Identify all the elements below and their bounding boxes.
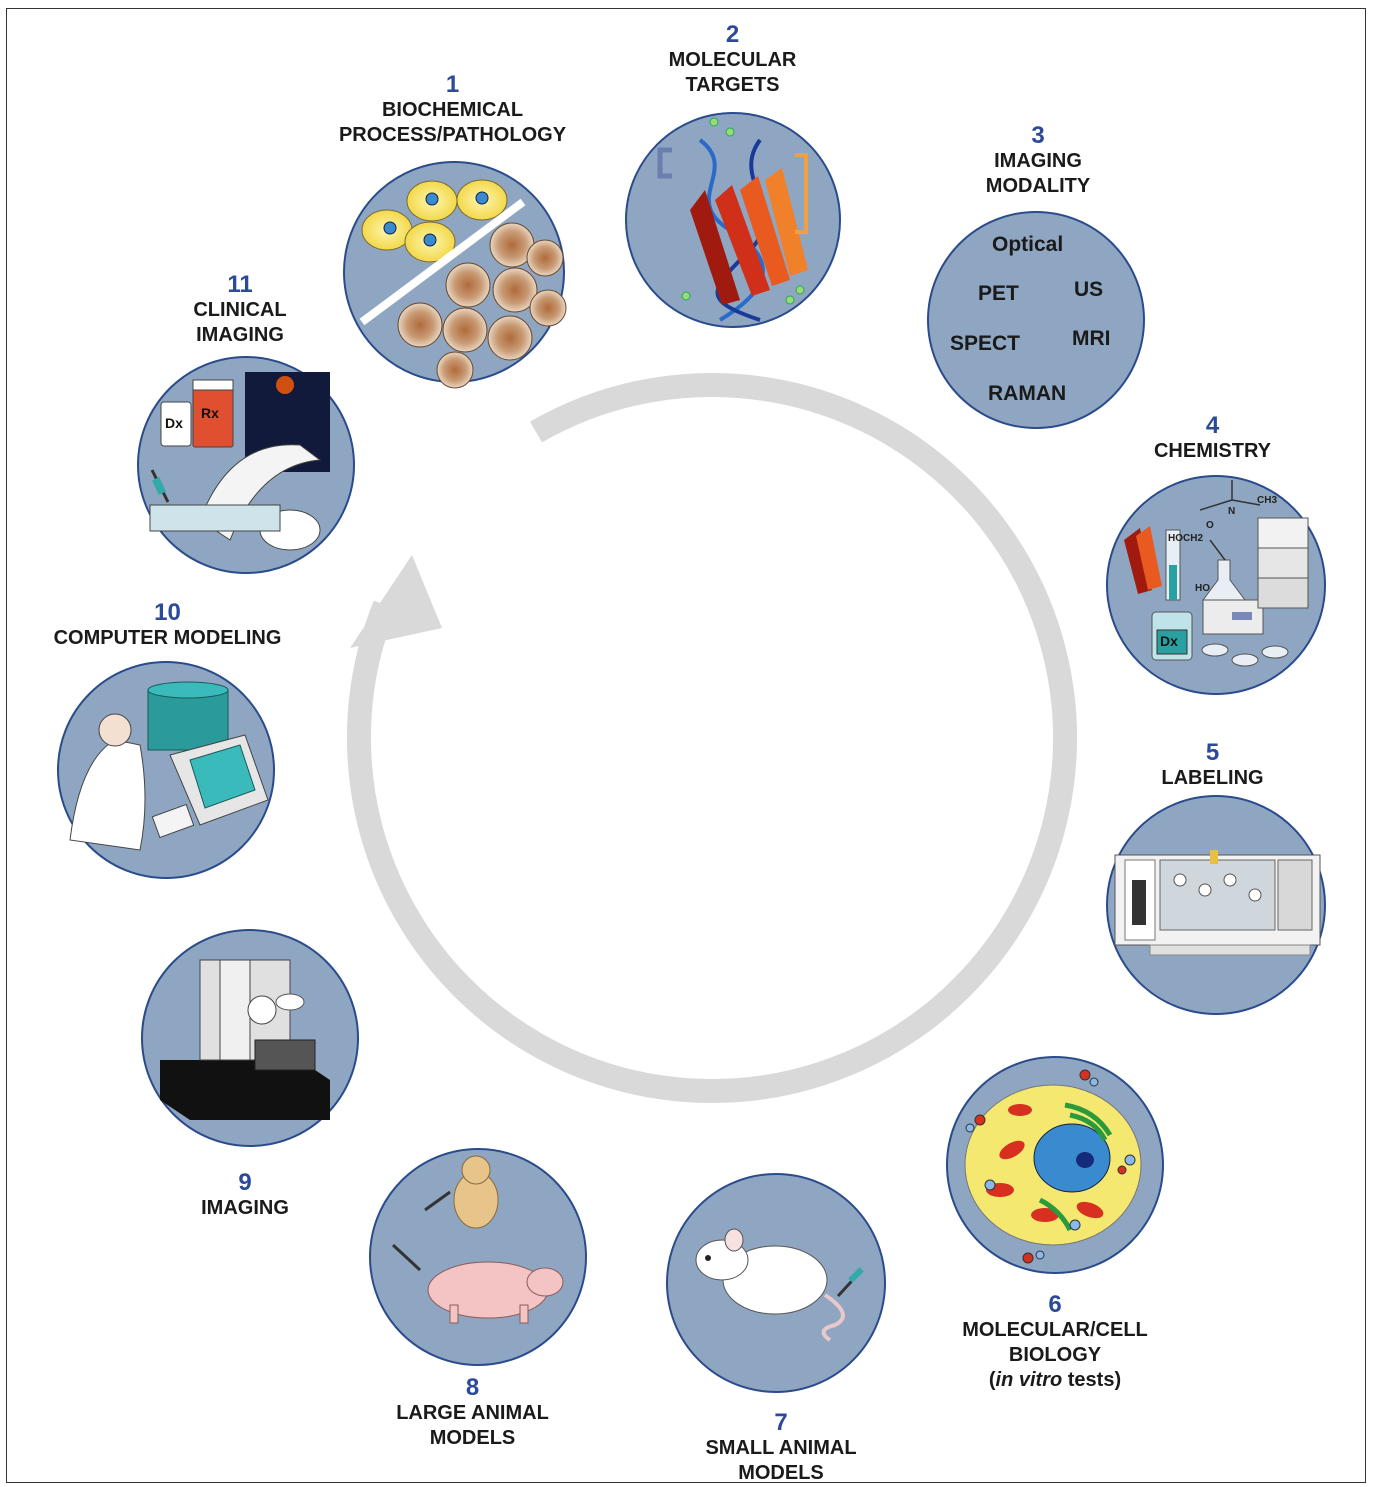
step-11-label: 11 CLINICAL IMAGING — [170, 272, 310, 348]
step-title: CHEMISTRY — [1153, 440, 1272, 462]
circle-biochemical-process — [343, 161, 567, 389]
step-6-label: 6 MOLECULAR/CELL BIOLOGY (in vitro tests… — [940, 1292, 1170, 1393]
chem-label-ho: HO — [1195, 583, 1210, 594]
step-4-label: 4 CHEMISTRY — [1120, 413, 1305, 464]
step-1-label: 1 BIOCHEMICAL PROCESS/PATHOLOGY — [310, 72, 595, 148]
circle-cell-biology — [946, 1056, 1164, 1274]
step-number: 10 — [154, 599, 181, 626]
chem-label-hoch2: HOCH2 — [1168, 533, 1204, 544]
circle-chemistry — [1106, 475, 1326, 695]
step-number: 1 — [445, 71, 460, 98]
circle-molecular-targets — [625, 112, 841, 328]
step-number: 9 — [238, 1169, 252, 1196]
figure-frame — [6, 8, 1366, 1483]
step-number: 6 — [1048, 1291, 1062, 1318]
circle-labeling — [1106, 795, 1326, 1015]
step-number: 5 — [1205, 739, 1220, 766]
step-number: 4 — [1205, 412, 1220, 439]
modality-us: US — [1074, 278, 1104, 301]
step-title: MOLECULAR TARGETS — [668, 49, 797, 96]
chem-label-dx: Dx — [1160, 633, 1178, 649]
step-title: CLINICAL IMAGING — [193, 299, 287, 346]
circle-computer-modeling — [57, 661, 275, 879]
chem-label-o: O — [1206, 520, 1214, 531]
step-3-label: 3 IMAGING MODALITY — [948, 123, 1128, 199]
circle-small-animal — [666, 1173, 886, 1393]
step-title: LABELING — [1161, 767, 1264, 789]
step-subtitle: (in vitro tests) — [988, 1369, 1122, 1391]
clinical-label-dx: Dx — [165, 415, 183, 431]
step-5-label: 5 LABELING — [1120, 740, 1305, 791]
modality-raman: RAMAN — [988, 382, 1067, 405]
modality-pet: PET — [978, 282, 1019, 305]
step-7-label: 7 SMALL ANIMAL MODELS — [676, 1410, 886, 1486]
modality-optical: Optical — [992, 233, 1064, 256]
modality-spect: SPECT — [950, 332, 1021, 355]
modality-mri: MRI — [1072, 327, 1111, 350]
step-number: 2 — [725, 21, 740, 48]
step-8-label: 8 LARGE ANIMAL MODELS — [365, 1375, 580, 1451]
step-title: COMPUTER MODELING — [53, 627, 282, 649]
step-number: 11 — [227, 271, 253, 298]
step-title: LARGE ANIMAL MODELS — [396, 1402, 549, 1449]
step-10-label: 10 COMPUTER MODELING — [30, 600, 305, 651]
chem-label-ch3: CH3 — [1257, 495, 1278, 506]
step-title: IMAGING — [201, 1197, 289, 1219]
circle-imaging-modality — [927, 211, 1145, 429]
step-title: SMALL ANIMAL MODELS — [705, 1437, 857, 1484]
clinical-label-rx: Rx — [201, 405, 219, 421]
step-title: MOLECULAR/CELL BIOLOGY — [962, 1319, 1148, 1366]
circle-clinical-imaging — [137, 356, 355, 574]
chem-label-n: N — [1228, 506, 1236, 517]
step-9-label: 9 IMAGING — [170, 1170, 320, 1221]
cycle-arrow — [347, 373, 1077, 1103]
step-title: BIOCHEMICAL PROCESS/PATHOLOGY — [338, 99, 567, 146]
step-number: 8 — [465, 1374, 480, 1401]
step-title: IMAGING MODALITY — [985, 150, 1091, 197]
circle-imaging — [141, 929, 359, 1147]
step-2-label: 2 MOLECULAR TARGETS — [630, 22, 835, 98]
step-number: 7 — [774, 1409, 788, 1436]
step-number: 3 — [1031, 122, 1045, 149]
circle-large-animal — [369, 1148, 587, 1366]
